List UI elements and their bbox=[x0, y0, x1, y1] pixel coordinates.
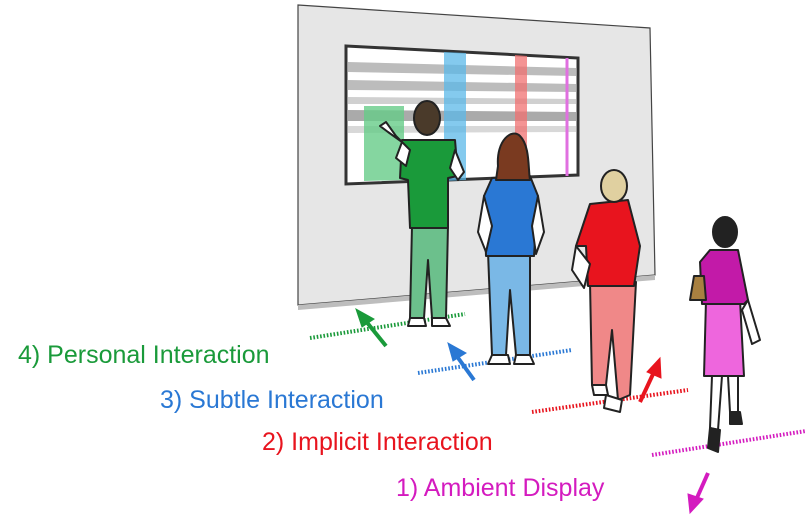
person-ambient-display bbox=[689, 216, 761, 453]
ambient-zone-line bbox=[651, 429, 807, 457]
subtle-zone-line bbox=[417, 348, 573, 375]
ambient-display-label: 1) Ambient Display bbox=[396, 474, 605, 502]
person-implicit-interaction bbox=[571, 169, 641, 413]
ambient-arrow bbox=[687, 472, 710, 515]
personal-highlight-box bbox=[364, 106, 404, 181]
person-subtle-interaction bbox=[477, 132, 545, 365]
subtle-interaction-label: 3) Subtle Interaction bbox=[160, 386, 384, 414]
person-personal-interaction bbox=[379, 100, 465, 327]
implicit-interaction-label: 2) Implicit Interaction bbox=[262, 428, 493, 456]
personal-arrow bbox=[355, 307, 388, 348]
wall-floor-edge bbox=[298, 275, 655, 310]
display-screen bbox=[344, 44, 580, 186]
implicit-arrow bbox=[638, 356, 662, 403]
personal-interaction-label: 4) Personal Interaction bbox=[18, 341, 270, 369]
subtle-arrow bbox=[447, 341, 476, 382]
